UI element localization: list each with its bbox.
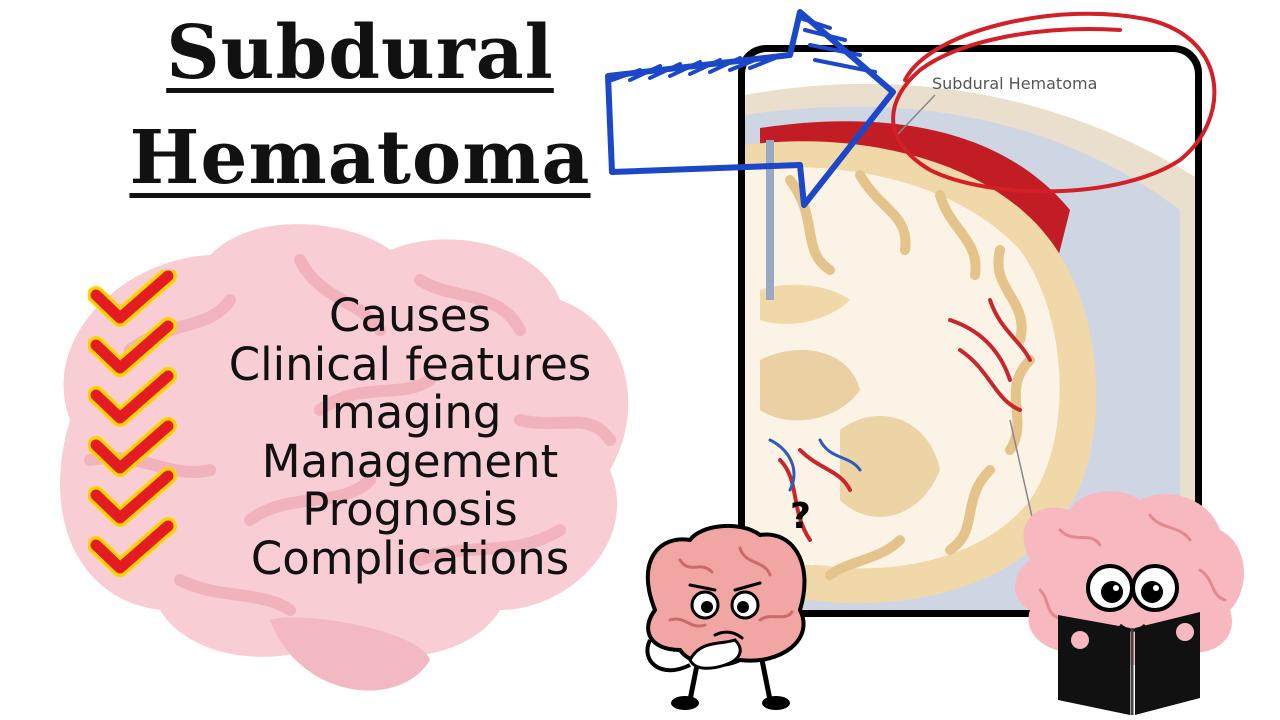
checkmark-icon (88, 467, 177, 527)
page-title-line1: Subdural (166, 10, 554, 96)
checkmark-icon (88, 270, 177, 327)
topic-item: Clinical features (228, 337, 592, 391)
topic-item: Causes (328, 289, 492, 342)
checkmark-icon (88, 317, 177, 377)
topic-item: Management (261, 434, 559, 488)
checklist-icons (88, 270, 177, 577)
diagram-label: Subdural Hematoma (932, 74, 1097, 93)
topic-item: Imaging (318, 386, 502, 439)
checkmark-icon (88, 367, 177, 427)
question-mark: ? (790, 496, 811, 537)
topic-item: Prognosis (302, 483, 518, 536)
checkmark-icon (88, 417, 177, 477)
book-icon (1058, 612, 1200, 715)
topics-list: Causes Clinical features Imaging Managem… (190, 289, 630, 585)
page-title-line2: Hematoma (129, 115, 591, 201)
topic-item: Complications (250, 531, 570, 585)
hematoma-region (760, 121, 1070, 258)
checkmark-icon (88, 517, 177, 577)
